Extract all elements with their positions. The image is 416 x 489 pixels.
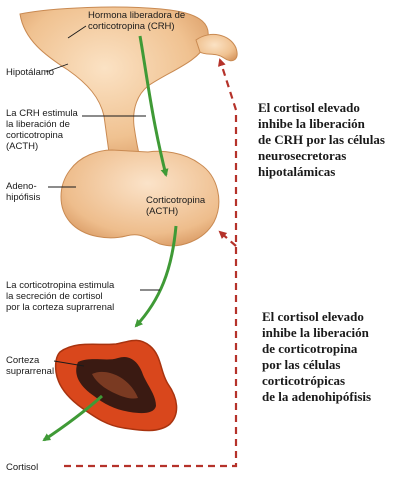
leader-hypothalamus — [45, 63, 69, 73]
feedback-arrow-to-pituitary — [218, 230, 237, 247]
pituitary-shape — [60, 149, 220, 247]
arrow-adrenal-to-cortisol — [42, 394, 103, 442]
optic-chiasm-shape — [195, 33, 238, 62]
label-crh-stimulates: La CRH estimula la liberación de cortico… — [6, 108, 78, 152]
label-hypothalamus: Hipotálamo — [6, 67, 55, 78]
note-feedback-acth: El cortisol elevado inhibe la liberación… — [262, 309, 372, 404]
arrow-acth-to-adrenal — [134, 225, 178, 328]
note-feedback-crh: El cortisol elevado inhibe la liberación… — [258, 100, 385, 179]
label-cortisol: Cortisol — [6, 462, 39, 473]
feedback-line-cortisol — [64, 110, 238, 468]
label-acth-stimulates: La corticotropina estimula la secreción … — [6, 280, 115, 313]
feedback-arrow-to-hypothalamus — [218, 58, 238, 111]
leader-adrenal — [53, 360, 85, 367]
label-adenohypophysis: Adeno- hipófisis — [6, 181, 41, 203]
arrow-crh-to-pituitary — [138, 35, 169, 177]
label-acth: Corticotropina (ACTH) — [146, 195, 206, 217]
label-adrenal-cortex: Corteza suprarrenal — [6, 355, 55, 377]
leader-crh — [67, 25, 87, 39]
adrenal-highlight-shape — [92, 371, 138, 399]
label-crh-hormone: Hormona liberadora de corticotropina (CR… — [88, 10, 186, 32]
